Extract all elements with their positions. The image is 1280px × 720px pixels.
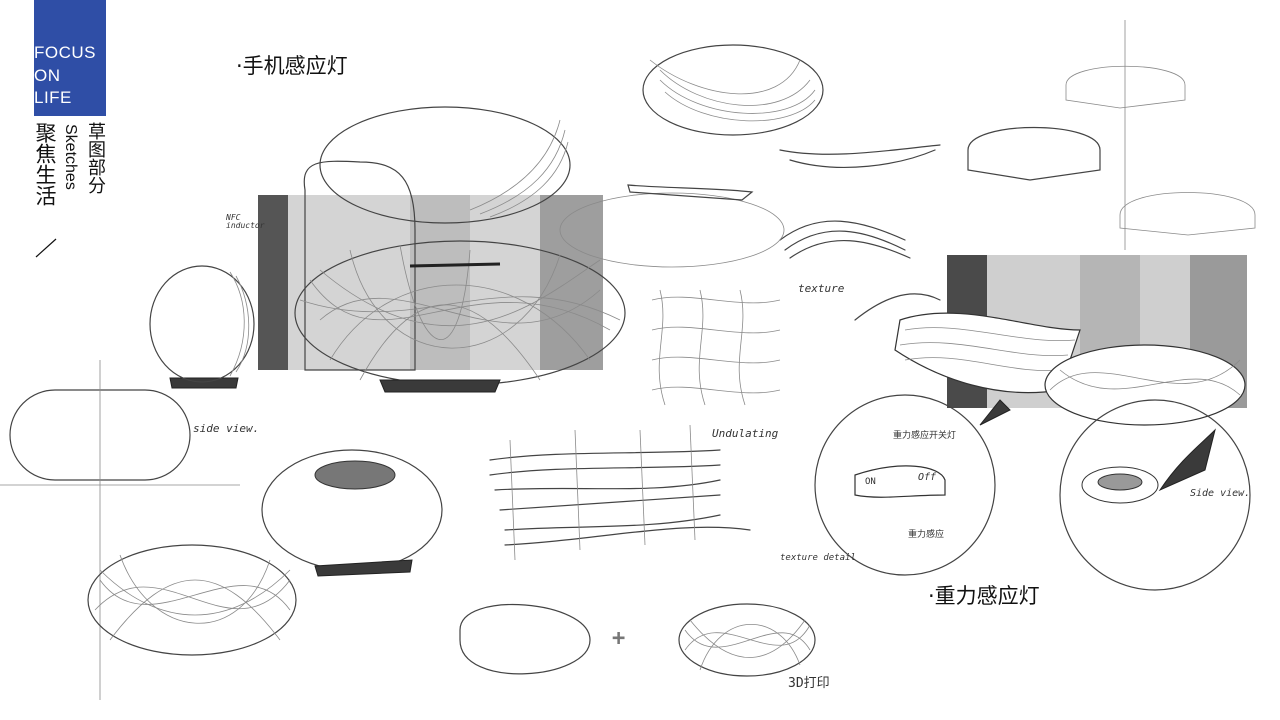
heading-phone-light: ·手机感应灯 (236, 54, 348, 78)
note-switch-cn: 重力感应开关灯 (893, 431, 957, 441)
brand-subtitle-cn: 草图部分 (85, 122, 106, 194)
note-side-view-2: Side view. (1190, 488, 1251, 499)
note-undulating: Undulating (712, 427, 779, 440)
note-side-view: side view. (193, 422, 260, 435)
lamp-lid-sketch (319, 106, 571, 224)
note-on: ON (865, 477, 876, 487)
plus-sign: + (612, 626, 626, 651)
brand-block (34, 0, 106, 116)
note-nfc: NFC inductor (226, 213, 265, 230)
note-3d-print: 3D打印 (788, 676, 830, 691)
heading-gravity-light: ·重力感应灯 (928, 584, 1040, 608)
note-texture: texture (798, 282, 845, 295)
brand-subtitle-en: Sketches (62, 124, 79, 190)
brand-line-life: LIFE (34, 88, 72, 107)
note-sensor-cn: 重力感应 (908, 530, 945, 540)
brand-line-focus: FOCUS (34, 43, 96, 62)
note-texture-detail: texture detail (780, 553, 856, 563)
slash-divider (35, 238, 57, 258)
note-off: Off (918, 472, 937, 483)
brand-line-on: ON (34, 66, 61, 85)
brand-title-cn: 聚焦生活 (33, 122, 57, 206)
